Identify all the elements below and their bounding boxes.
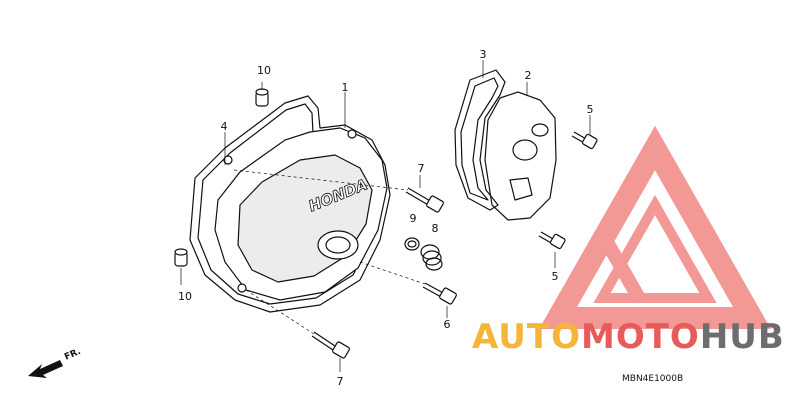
callout-6: 6 xyxy=(444,318,451,331)
callout-8: 8 xyxy=(432,222,439,235)
watermark-logo: AUTOMOTOHUB xyxy=(472,317,785,357)
plug-part xyxy=(420,244,443,271)
guard-plate-part xyxy=(484,91,557,221)
callout-7-upper: 7 xyxy=(418,162,425,175)
bolt-6-part xyxy=(422,282,457,305)
watermark-triangle-icon xyxy=(539,125,771,329)
front-arrow-icon xyxy=(28,360,63,378)
callout-10-bottom: 10 xyxy=(178,290,192,303)
callout-9: 9 xyxy=(410,212,417,225)
guard-gasket-part xyxy=(454,69,506,211)
callout-5-top: 5 xyxy=(587,103,594,116)
watermark-moto: MOTO xyxy=(581,317,700,357)
watermark-auto: AUTO xyxy=(472,317,581,357)
callout-4: 4 xyxy=(221,120,228,133)
dowel-pin-bottom-part xyxy=(174,248,188,267)
callout-7-lower: 7 xyxy=(337,375,344,388)
dowel-pin-top-part xyxy=(255,88,269,107)
diagram-code: MBN4E1000B xyxy=(622,374,683,384)
callout-5-bottom: 5 xyxy=(552,270,559,283)
o-ring-part xyxy=(404,237,420,251)
bolt-5-bottom-part xyxy=(538,231,566,250)
svg-text:AUTOMOTOHUB: AUTOMOTOHUB xyxy=(472,317,785,357)
cover-part: HONDA xyxy=(214,127,388,301)
watermark-hub: HUB xyxy=(700,317,785,357)
callout-1: 1 xyxy=(342,81,349,94)
callout-2: 2 xyxy=(525,69,532,82)
callout-10-top: 10 xyxy=(257,64,271,77)
bolt-lower-part xyxy=(311,331,350,359)
leader-lines xyxy=(180,60,591,372)
callout-3: 3 xyxy=(480,48,487,61)
bolt-upper-part xyxy=(405,187,444,213)
bolt-5-top-part xyxy=(571,131,598,150)
front-indicator-label: FR. xyxy=(63,347,82,363)
